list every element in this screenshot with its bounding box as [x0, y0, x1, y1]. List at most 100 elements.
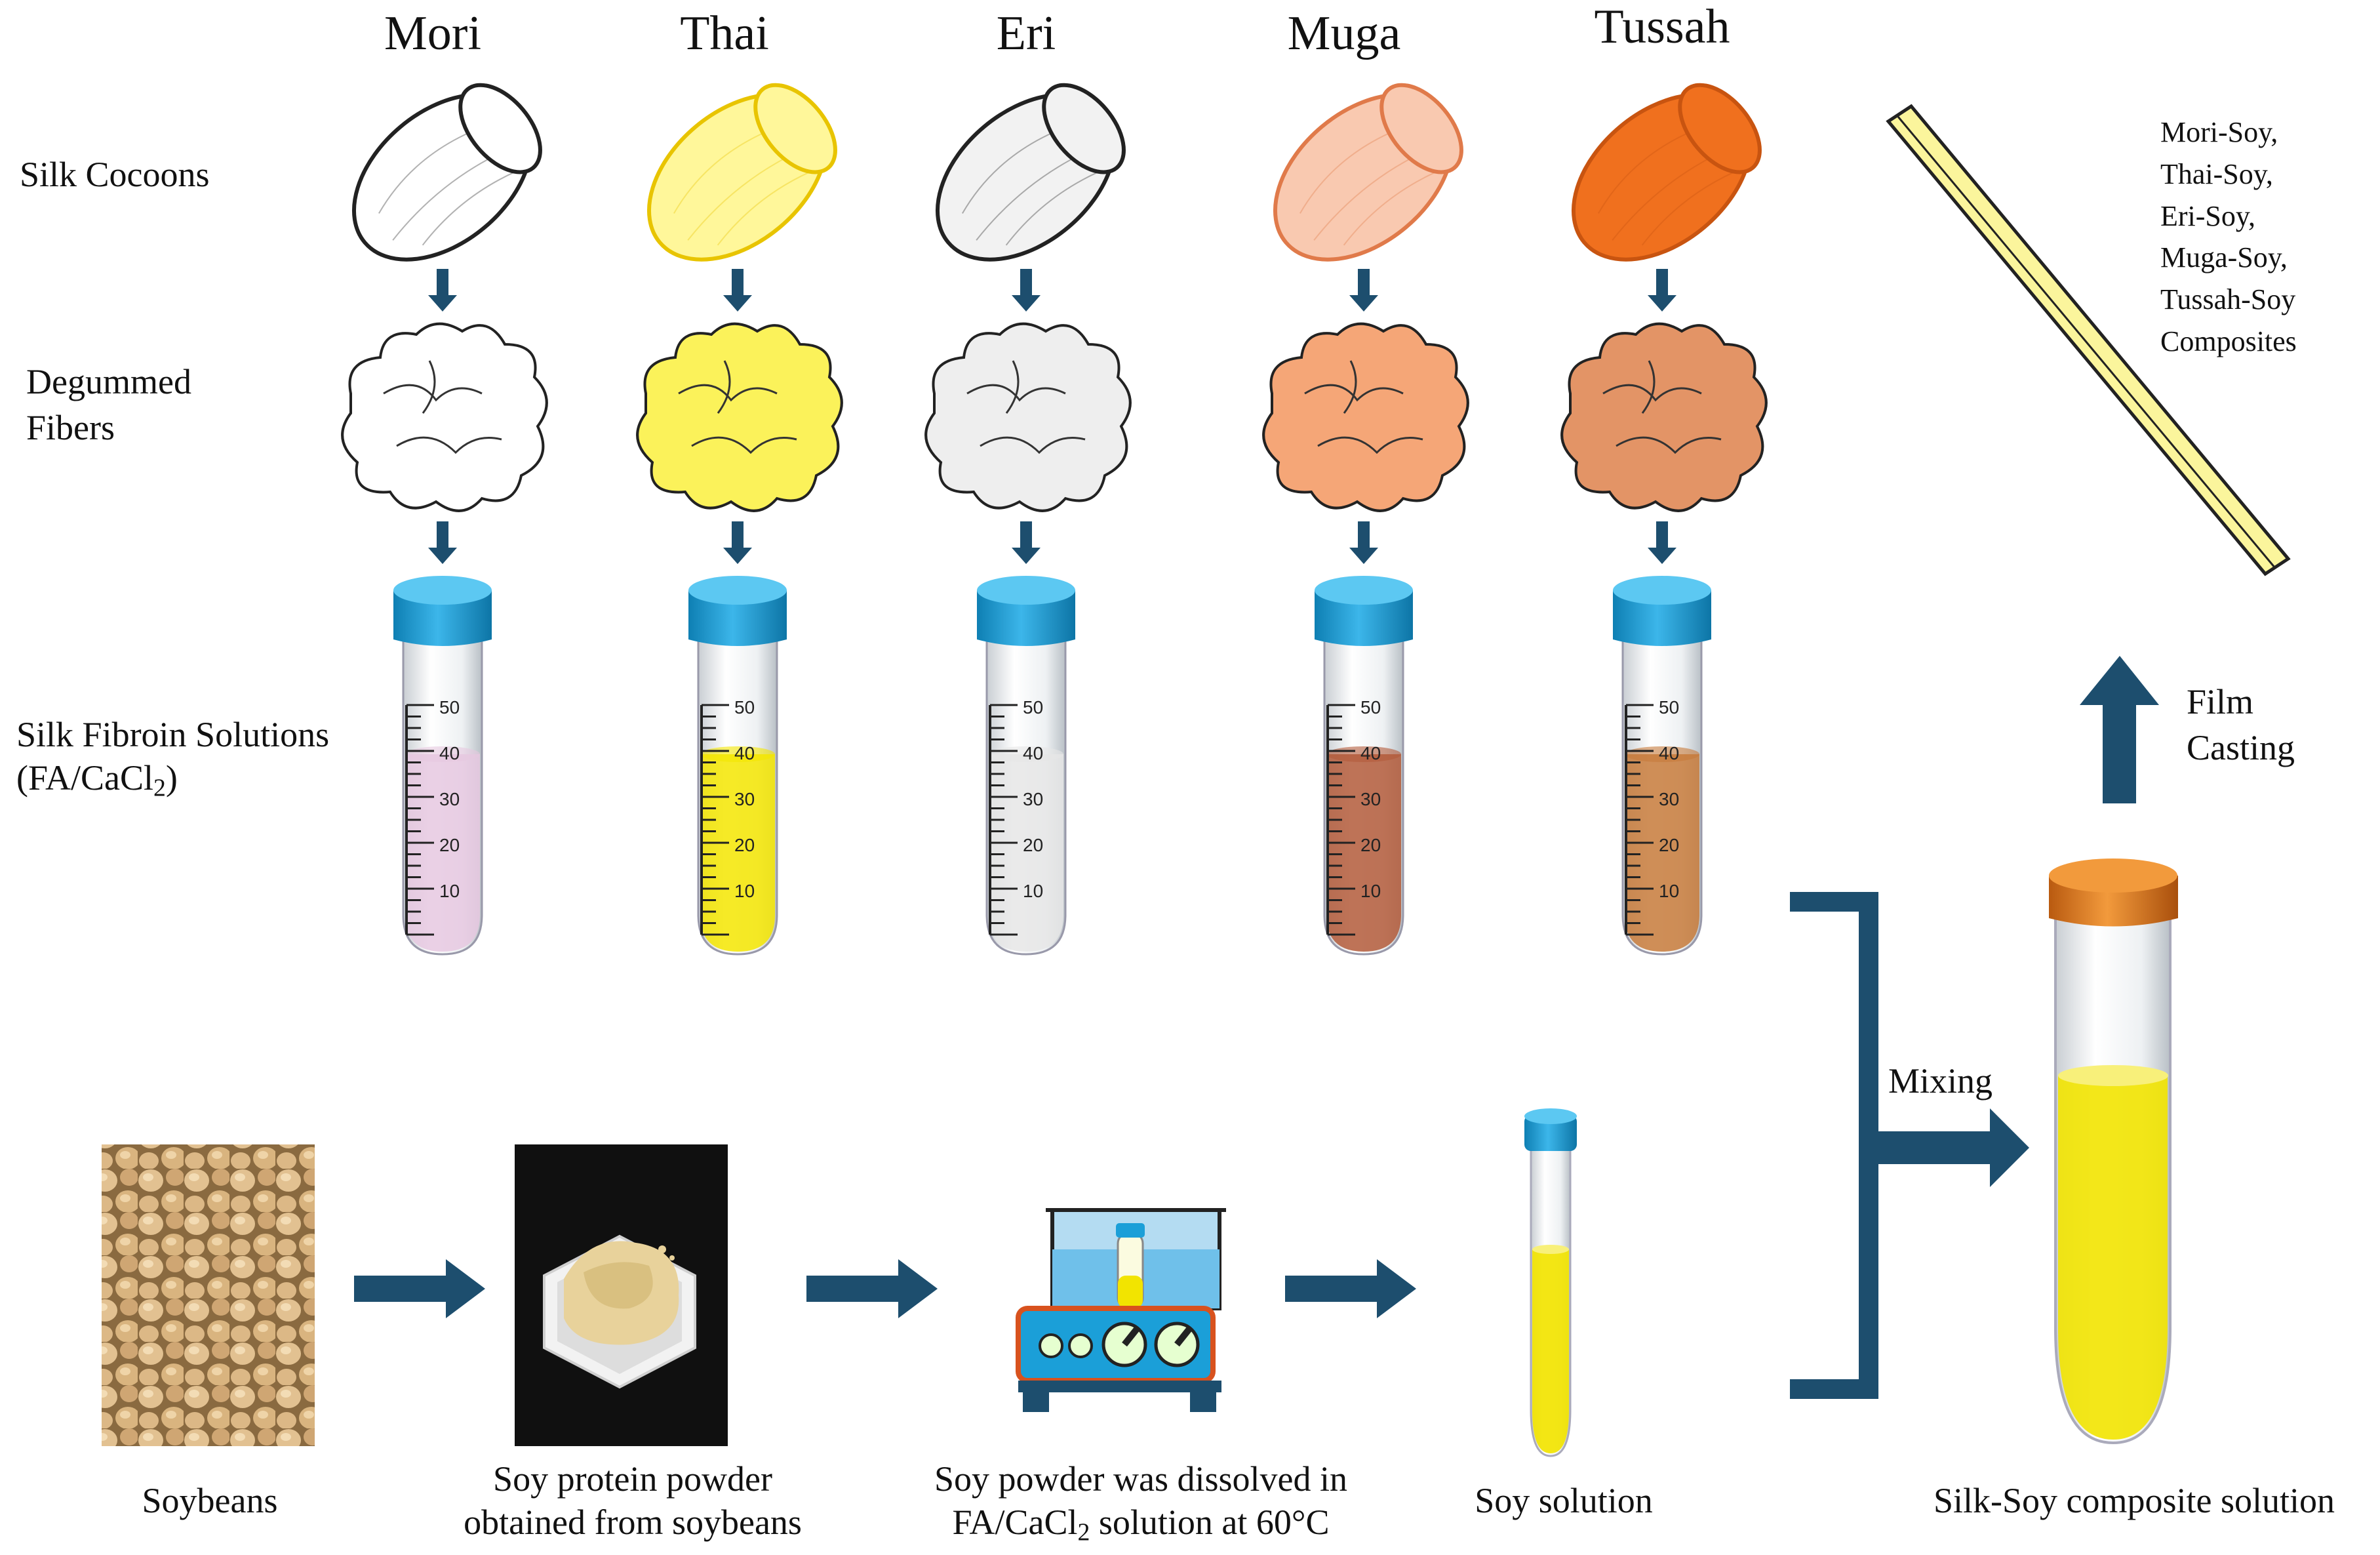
- tube-cap-muga: [1315, 590, 1413, 646]
- caption-soybeans: Soybeans: [142, 1481, 278, 1520]
- soy-powder-photo: [515, 1144, 728, 1446]
- tube-tick-label-mori: 40: [439, 743, 460, 763]
- row-label-fibers-line1: Degummed: [26, 362, 191, 401]
- column-title-muga: Muga: [1287, 7, 1401, 60]
- cocoon-row: [351, 83, 1762, 262]
- arrow-fiber-to-tube-mori: [428, 521, 457, 564]
- column-title-eri: Eri: [996, 7, 1056, 60]
- fiber-tussah-icon: [1560, 322, 1768, 512]
- degummed-fiber-row: [341, 322, 1768, 512]
- composite-solution-tube: [2049, 858, 2178, 1445]
- arrow-fiber-to-tube-tussah: [1648, 521, 1676, 564]
- tube-tick-label-thai: 50: [734, 697, 755, 717]
- composites-list: Mori-Soy, Thai-Soy, Eri-Soy, Muga-Soy, T…: [2160, 111, 2297, 363]
- caption-dissolve: Soy powder was dissolved in FA/CaCl2 sol…: [902, 1459, 1380, 1546]
- row-label-fibers: Degummed Fibers: [26, 362, 191, 448]
- fibroin-tube-mori: 50 40 30 20 10: [393, 576, 492, 956]
- fibroin-tube-muga: 50 40 30 20 10: [1315, 576, 1413, 956]
- fibroin-solution-eri: [989, 754, 1063, 952]
- tube-tick-label-tussah: 50: [1659, 697, 1679, 717]
- tube-tick-label-muga: 10: [1360, 881, 1381, 901]
- tube-tick-label-tussah: 30: [1659, 789, 1679, 809]
- arrow-cocoon-to-fiber-tussah: [1648, 269, 1676, 312]
- caption-dissolve-line2: FA/CaCl2 solution at 60°C: [952, 1503, 1330, 1546]
- composite-item: Thai-Soy,: [2160, 157, 2273, 190]
- row-label-solutions: Silk Fibroin Solutions (FA/CaCl2): [16, 715, 330, 801]
- tube-cap-eri: [977, 590, 1075, 646]
- row-label-fibers-line2: Fibers: [26, 408, 115, 448]
- cocoon-mori-icon: [351, 83, 542, 262]
- column-title-thai: Thai: [680, 7, 769, 60]
- tube-tick-label-eri: 40: [1023, 743, 1043, 763]
- tube-cap-tussah: [1613, 590, 1711, 646]
- column-title-mori: Mori: [384, 7, 481, 60]
- soy-process-arrows: [354, 656, 2159, 1318]
- composite-item: Tussah-Soy: [2160, 283, 2296, 316]
- fibroin-tube-row: 50 40 30 20 10 50 40 30 20 10 50 40 30 20 10 50 40 30 20 10…: [393, 576, 1711, 956]
- caption-composite-solution: Silk-Soy composite solution: [1933, 1481, 2335, 1520]
- mixing-label: Mixing: [1888, 1061, 1993, 1101]
- caption-soy-powder-line1: Soy protein powder: [493, 1459, 772, 1499]
- mixing-bracket: [1790, 892, 1878, 1399]
- fibroin-solution-thai: [700, 754, 775, 952]
- composite-item: Composites: [2160, 325, 2297, 357]
- tube-tick-label-thai: 40: [734, 743, 755, 763]
- soybeans-photo: [102, 1144, 315, 1446]
- row-label-cocoons: Silk Cocoons: [20, 155, 210, 194]
- fibroin-solution-mori: [405, 754, 480, 952]
- film-casting-label: Film Casting: [2187, 682, 2295, 768]
- tube-tick-label-thai: 20: [734, 835, 755, 855]
- tube-tick-label-mori: 10: [439, 881, 460, 901]
- composite-item: Mori-Soy,: [2160, 116, 2278, 148]
- arrow-cocoon-to-fiber-muga: [1349, 269, 1378, 312]
- tube-tick-label-muga: 20: [1360, 835, 1381, 855]
- tube-tick-label-eri: 10: [1023, 881, 1043, 901]
- fibroin-solution-tussah: [1625, 754, 1699, 952]
- tube-tick-label-thai: 30: [734, 789, 755, 809]
- fiber-eri-icon: [924, 322, 1132, 512]
- tube-cap-mori: [393, 590, 492, 646]
- arrow-cocoon-to-fiber-mori: [428, 269, 457, 312]
- tube-tick-label-tussah: 40: [1659, 743, 1679, 763]
- tube-tick-label-tussah: 10: [1659, 881, 1679, 901]
- column-title-tussah: Tussah: [1594, 0, 1730, 54]
- fiber-mori-icon: [341, 322, 548, 512]
- film-casting-line1: Film: [2187, 682, 2254, 721]
- cocoon-muga-icon: [1273, 83, 1463, 262]
- composite-item: Muga-Soy,: [2160, 241, 2288, 274]
- tube-tick-label-mori: 50: [439, 697, 460, 717]
- row-label-solutions-line1: Silk Fibroin Solutions: [16, 715, 330, 754]
- tube-tick-label-muga: 40: [1360, 743, 1381, 763]
- arrow-fiber-to-tube-thai: [723, 521, 752, 564]
- cocoon-eri-icon: [935, 83, 1126, 262]
- tube-tick-label-mori: 20: [439, 835, 460, 855]
- caption-soy-powder: Soy protein powder obtained from soybean…: [429, 1459, 836, 1543]
- arrow-cocoon-to-fiber-eri: [1012, 269, 1041, 312]
- soy-solution-tube: [1524, 1108, 1577, 1457]
- caption-soy-solution: Soy solution: [1475, 1481, 1653, 1520]
- arrow-fiber-to-tube-muga: [1349, 521, 1378, 564]
- composite-item: Eri-Soy,: [2160, 199, 2256, 232]
- cocoon-thai-icon: [646, 83, 837, 262]
- tube-tick-label-muga: 30: [1360, 789, 1381, 809]
- tube-tick-label-mori: 30: [439, 789, 460, 809]
- tube-tick-label-eri: 30: [1023, 789, 1043, 809]
- cocoon-tussah-icon: [1571, 83, 1762, 262]
- caption-soy-powder-line2: obtained from soybeans: [464, 1503, 802, 1543]
- fibroin-tube-tussah: 50 40 30 20 10: [1613, 576, 1711, 956]
- fibroin-solution-muga: [1326, 754, 1401, 952]
- caption-dissolve-line1: Soy powder was dissolved in: [934, 1459, 1347, 1499]
- tube-tick-label-muga: 50: [1360, 697, 1381, 717]
- film-casting-line2: Casting: [2187, 728, 2295, 768]
- tube-tick-label-thai: 10: [734, 881, 755, 901]
- tube-cap-thai: [688, 590, 787, 646]
- tube-tick-label-eri: 20: [1023, 835, 1043, 855]
- arrow-cocoon-to-fiber-thai: [723, 269, 752, 312]
- hot-plate-stirrer-icon: [1016, 1208, 1226, 1412]
- cast-film-strip: [1886, 104, 2291, 576]
- tube-tick-label-tussah: 20: [1659, 835, 1679, 855]
- fiber-muga-icon: [1262, 322, 1469, 512]
- fiber-thai-icon: [636, 322, 843, 512]
